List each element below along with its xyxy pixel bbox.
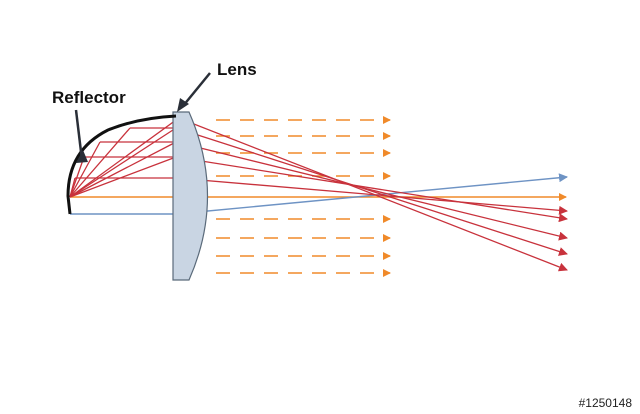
- red-ray: [175, 177, 568, 215]
- blue-ray-diverging: [175, 173, 568, 215]
- red-ray: [175, 116, 568, 272]
- watermark-id: #1250148: [578, 396, 632, 410]
- converging-rays: [175, 116, 568, 272]
- reflector-pointer: [74, 109, 84, 161]
- red-ray: [175, 141, 568, 241]
- lens-pointer-head: [177, 98, 189, 112]
- collimated-rays: [216, 116, 391, 277]
- lens: [172, 111, 209, 281]
- reflector-curve: [66, 114, 177, 215]
- reflector-label: Reflector: [52, 88, 126, 107]
- blue-rays: [70, 173, 568, 215]
- red-ray: [175, 156, 568, 223]
- lens-label: Lens: [217, 60, 257, 79]
- red-ray: [175, 127, 568, 256]
- reflector-pointer-head: [76, 150, 88, 163]
- reflector-internal-rays: [69, 119, 177, 198]
- lens-pointer: [182, 72, 211, 107]
